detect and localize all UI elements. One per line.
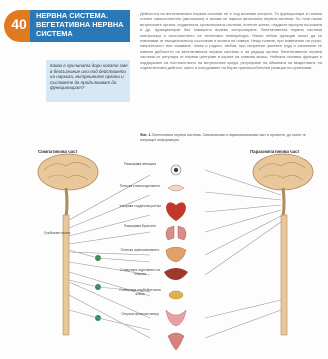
liver-icon	[164, 268, 188, 280]
organ-label: Потиска слюноотделянето	[118, 185, 162, 189]
organ-label: Разширява бронхите	[118, 225, 162, 229]
parasympathetic-label: Парасимпатикова част	[250, 149, 300, 154]
organ-label: Ускорява сърдечния ритъм	[118, 205, 162, 209]
spinal-cord-label: Гръбначен мозък	[44, 232, 74, 236]
right-brain-illustration	[253, 154, 313, 218]
heart-icon	[166, 202, 186, 221]
right-spinal-cord	[281, 215, 287, 335]
stomach-icon	[166, 247, 186, 262]
organ-label: Стимулира надбъбречната жлеза	[118, 289, 162, 297]
organ-label: Разширява зеницата	[118, 163, 162, 167]
parasympathetic-nerve-lines	[205, 170, 281, 338]
organ-label: Стимулира отделянето на глюкоза	[118, 269, 162, 277]
reproductive-organ-icon	[168, 333, 184, 350]
bladder-icon	[166, 310, 186, 326]
lungs-icon	[166, 226, 186, 240]
adrenal-gland-icon	[169, 291, 183, 299]
salivary-gland-icon	[168, 185, 184, 191]
organ-label: Отпуска пикочния мехур	[118, 313, 162, 317]
organ-column	[164, 165, 188, 350]
left-brain-illustration	[38, 154, 98, 218]
sympathetic-label: Симпатикова част	[38, 149, 78, 154]
organ-label: Потиска храносмилането	[118, 249, 162, 253]
sympathetic-ganglia	[95, 255, 101, 321]
